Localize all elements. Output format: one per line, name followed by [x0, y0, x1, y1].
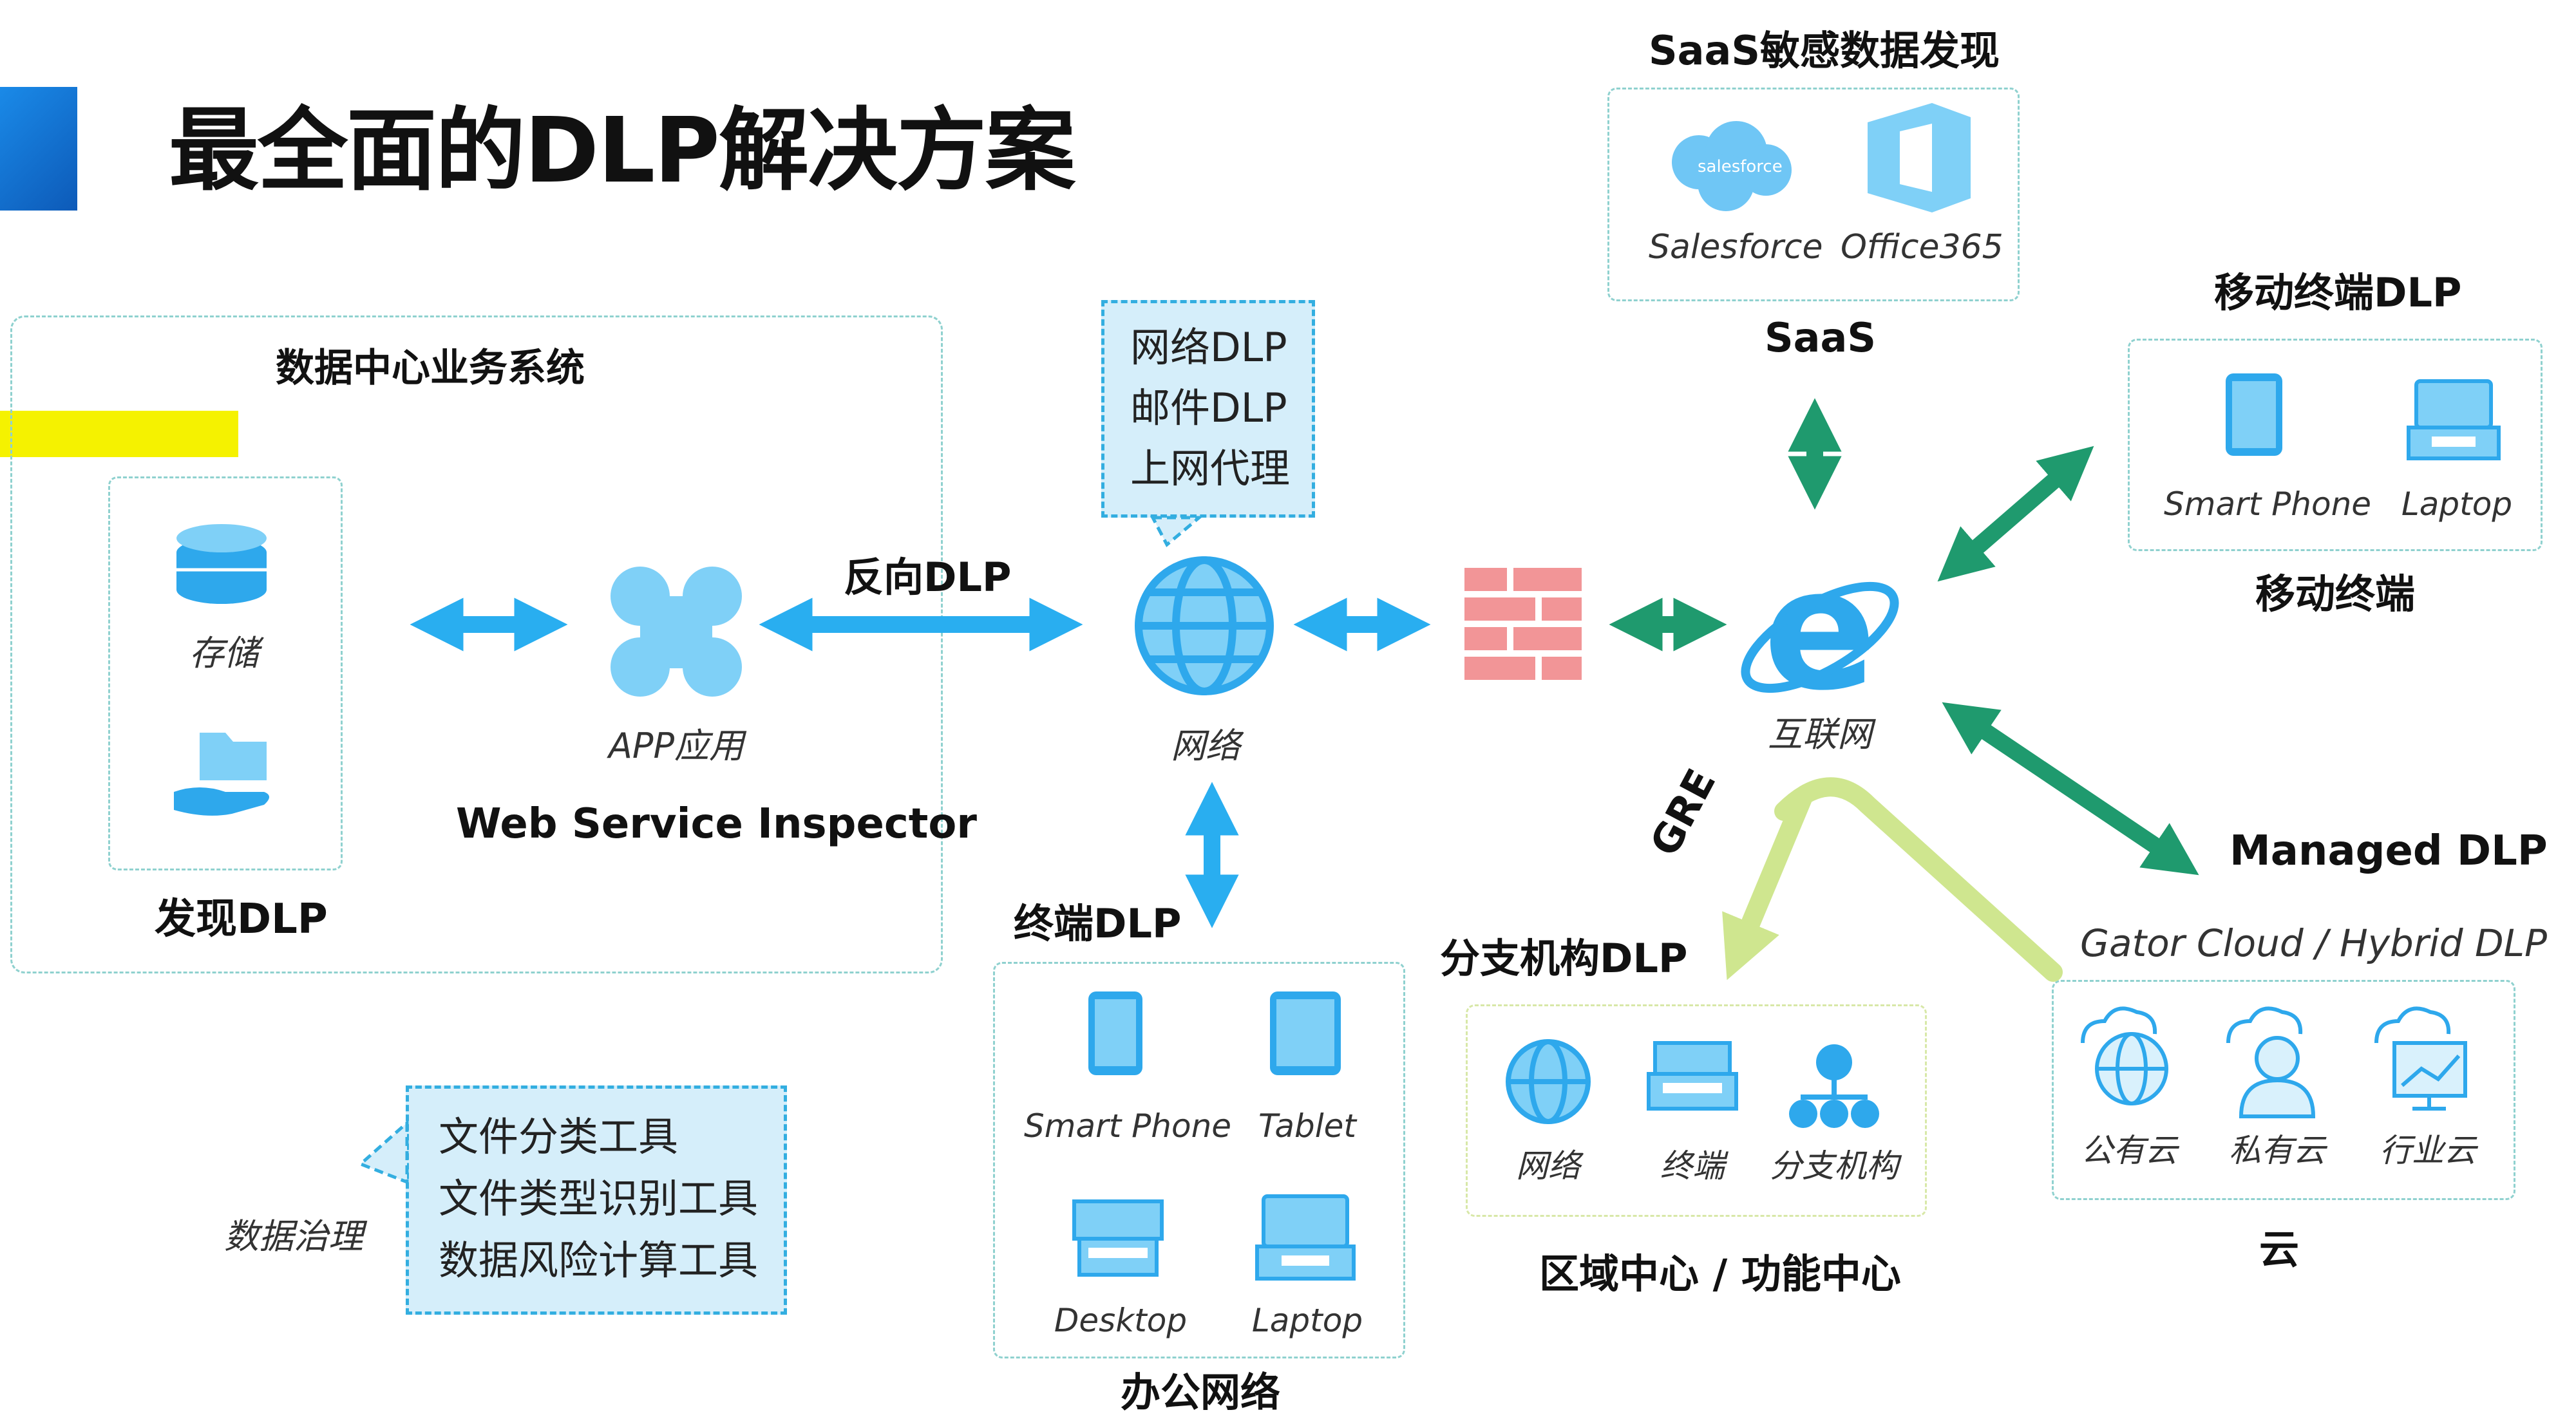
- endpoint-item-desktop: Desktop: [1054, 1302, 1188, 1339]
- cloud-item-public: 公有云: [2081, 1132, 2177, 1169]
- managed-dlp-title: Managed DLP: [2230, 827, 2548, 875]
- arrow-gre-branch: [1722, 793, 1812, 981]
- endpoint-item-tablet: Tablet: [1258, 1107, 1356, 1145]
- branch-item-network: 网络: [1516, 1147, 1580, 1185]
- endpoint-item-smartphone: Smart Phone: [1024, 1107, 1232, 1145]
- cloud-item-industry: 行业云: [2380, 1132, 2476, 1169]
- network-callout-line-2: 邮件DLP: [1130, 384, 1287, 431]
- endpoint-laptop-icon: [1255, 1194, 1356, 1281]
- internet-label: 互联网: [1768, 714, 1872, 755]
- saas-label: SaaS: [1765, 314, 1876, 361]
- web-service-inspector-label: Web Service Inspector: [456, 800, 977, 848]
- branch-box: [1466, 1004, 1927, 1217]
- storage-label: 存储: [189, 633, 259, 673]
- endpoint-item-laptop: Laptop: [1251, 1302, 1363, 1339]
- svg-text:e: e: [1763, 533, 1877, 728]
- salesforce-logo-text: salesforce: [1698, 157, 1783, 176]
- data-governance-label: 数据治理: [224, 1216, 363, 1257]
- salesforce-logo-icon: [1672, 121, 1792, 211]
- discover-folder-icon: [174, 733, 269, 816]
- storage-box: [108, 476, 343, 870]
- endpoint-tablet-icon: [1270, 991, 1341, 1075]
- mobile-label: 移动终端: [2255, 570, 2416, 617]
- network-callout-line-1: 网络DLP: [1130, 324, 1287, 371]
- accent-bar: [0, 87, 77, 211]
- cloud-box: [2052, 980, 2515, 1200]
- network-callout-pointer: [1150, 516, 1204, 547]
- endpoint-box: [993, 962, 1405, 1358]
- mobile-item-laptop: Laptop: [2401, 485, 2513, 523]
- regional-center-label: 区域中心 / 功能中心: [1539, 1250, 1901, 1297]
- app-icon: [611, 567, 742, 697]
- endpoint-smartphone-icon: [1088, 991, 1142, 1075]
- discover-dlp-label: 发现DLP: [155, 896, 328, 943]
- branch-network-icon: [1506, 1039, 1591, 1124]
- internet-explorer-icon: e: [1741, 533, 1899, 728]
- branch-item-terminal: 终端: [1660, 1147, 1725, 1185]
- managed-dlp-subtitle: Gator Cloud / Hybrid DLP: [2080, 921, 2547, 965]
- arrow-internet-managed: [1942, 702, 2199, 876]
- cloud-label: 云: [2259, 1226, 2300, 1273]
- governance-callout-pointer: [357, 1119, 409, 1185]
- mobile-box: [2128, 339, 2543, 551]
- page-title: 最全面的DLP解决方案: [169, 99, 1075, 203]
- branch-title: 分支机构DLP: [1440, 935, 1688, 982]
- mobile-laptop-icon: [2407, 379, 2501, 460]
- app-label: APP应用: [608, 726, 744, 766]
- datacenter-title: 数据中心业务系统: [276, 346, 585, 391]
- governance-tool-1: 文件分类工具: [439, 1113, 679, 1160]
- storage-icon: [176, 524, 267, 604]
- arrow-internet-mobile: [1937, 446, 2094, 582]
- saas-item-salesforce: Salesforce: [1649, 228, 1823, 267]
- firewall-icon: [1464, 568, 1582, 680]
- endpoint-desktop-icon: [1072, 1199, 1164, 1277]
- mobile-item-smartphone: Smart Phone: [2164, 485, 2372, 523]
- industry-cloud-icon: [2374, 1006, 2467, 1111]
- governance-tool-3: 数据风险计算工具: [439, 1237, 759, 1284]
- cloud-item-private: 私有云: [2229, 1132, 2325, 1169]
- branch-item-org: 分支机构: [1770, 1147, 1899, 1185]
- mobile-title: 移动终端DLP: [2214, 269, 2462, 316]
- network-globe-icon: [1135, 556, 1274, 695]
- office-network-label: 办公网络: [1121, 1369, 1281, 1416]
- governance-tools-box: 文件分类工具 文件类型识别工具 数据风险计算工具: [406, 1085, 787, 1315]
- yellow-highlight-strip: [0, 411, 238, 457]
- branch-terminal-icon: [1647, 1041, 1738, 1111]
- public-cloud-icon: [2081, 1006, 2168, 1105]
- network-callout: 网络DLP 邮件DLP 上网代理: [1101, 300, 1315, 518]
- network-label: 网络: [1171, 726, 1240, 766]
- lime-connector: [1774, 777, 2063, 982]
- saas-item-office365: Office365: [1841, 228, 2003, 267]
- branch-org-icon: [1789, 1044, 1879, 1128]
- saas-title: SaaS敏感数据发现: [1649, 27, 2000, 74]
- private-cloud-icon: [2226, 1006, 2316, 1118]
- reverse-dlp-label: 反向DLP: [844, 554, 1012, 601]
- mobile-smartphone-icon: [2226, 373, 2282, 456]
- office365-icon: [1868, 103, 1971, 212]
- saas-box: [1607, 88, 2020, 301]
- endpoint-title: 终端DLP: [1014, 900, 1182, 947]
- governance-tool-2: 文件类型识别工具: [439, 1175, 759, 1222]
- network-callout-line-3: 上网代理: [1130, 445, 1291, 492]
